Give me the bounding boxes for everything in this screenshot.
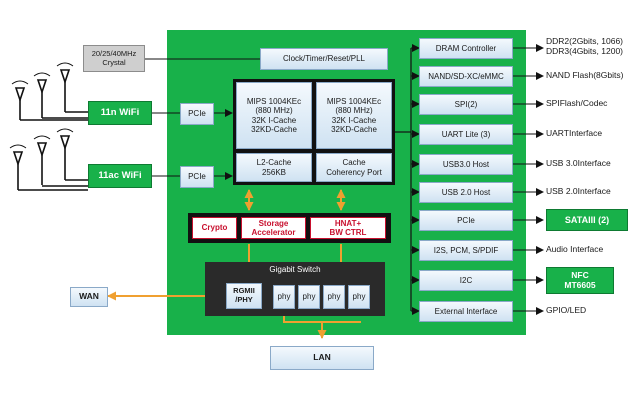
uart-external: UARTInterface [546, 128, 603, 138]
usb2-external: USB 2.0Interface [546, 186, 611, 196]
external-arrows [513, 44, 544, 315]
spi-external: SPIFlash/Codec [546, 98, 608, 108]
cpu-core-2: MIPS 1004KEc (880 MHz) 32K I-Cache 32KD-… [316, 82, 392, 149]
nfc-external: NFC MT6605 [546, 267, 614, 294]
phy-port-3: phy [323, 285, 345, 309]
i2c-block: I2C [419, 270, 513, 291]
wifi-11n-box: 11n WiFi [88, 101, 152, 125]
wan-box: WAN [70, 287, 108, 307]
ddr3-label: DDR3(4Gbits, 1200) [546, 46, 624, 56]
audio-external: Audio Interface [546, 244, 604, 254]
gigabit-switch-label: Gigabit Switch [269, 264, 321, 274]
sata-external: SATAIII (2) [546, 209, 628, 231]
dram-controller: DRAM Controller [419, 38, 513, 59]
usb2-host: USB 2.0 Host [419, 182, 513, 203]
phy-port-2: phy [298, 285, 320, 309]
clock-timer-reset-pll: Clock/Timer/Reset/PLL [260, 48, 388, 70]
l2-cache: L2-Cache 256KB [236, 153, 312, 182]
antenna-arcs [9, 62, 74, 149]
nand-sd-emmc: NAND/SD-XC/eMMC [419, 66, 513, 87]
antenna-group-11n [14, 69, 88, 121]
pcie-wifi-bottom: PCIe [180, 166, 214, 188]
cache-coherency-port: Cache Coherency Port [316, 153, 392, 182]
rgmii-phy: RGMII /PHY [226, 283, 262, 309]
gpio-external: GPIO/LED [546, 305, 587, 315]
pcie-peripheral: PCIe [419, 210, 513, 231]
hnat-bw-ctrl-block: HNAT+ BW CTRL [310, 217, 386, 239]
crystal-box: 20/25/40MHz Crystal [83, 45, 145, 72]
phy-port-4: phy [348, 285, 370, 309]
bus-branches [411, 44, 420, 315]
usb3-external: USB 3.0Interface [546, 158, 611, 168]
ddr2-label: DDR2(2Gbits, 1066) [546, 36, 624, 46]
storage-accelerator-block: Storage Accelerator [241, 217, 306, 239]
crypto-block: Crypto [192, 217, 237, 239]
external-interface: External Interface [419, 301, 513, 322]
wifi-11ac-box: 11ac WiFi [88, 164, 152, 188]
spi-block: SPI(2) [419, 94, 513, 115]
pcie-wifi-top: PCIe [180, 103, 214, 125]
antenna-group-11ac [12, 135, 88, 191]
i2s-pcm-spdif: I2S, PCM, S/PDIF [419, 240, 513, 261]
cpu-core-1: MIPS 1004KEc (880 MHz) 32K I-Cache 32KD-… [236, 82, 312, 149]
lan-box: LAN [270, 346, 374, 370]
dram-external: DDR2(2Gbits, 1066) DDR3(4Gbits, 1200) [546, 36, 623, 56]
usb3-host: USB3.0 Host [419, 154, 513, 175]
uart-lite: UART Lite (3) [419, 124, 513, 145]
phy-port-1: phy [273, 285, 295, 309]
nand-external: NAND Flash(8Gbits) [546, 70, 624, 80]
